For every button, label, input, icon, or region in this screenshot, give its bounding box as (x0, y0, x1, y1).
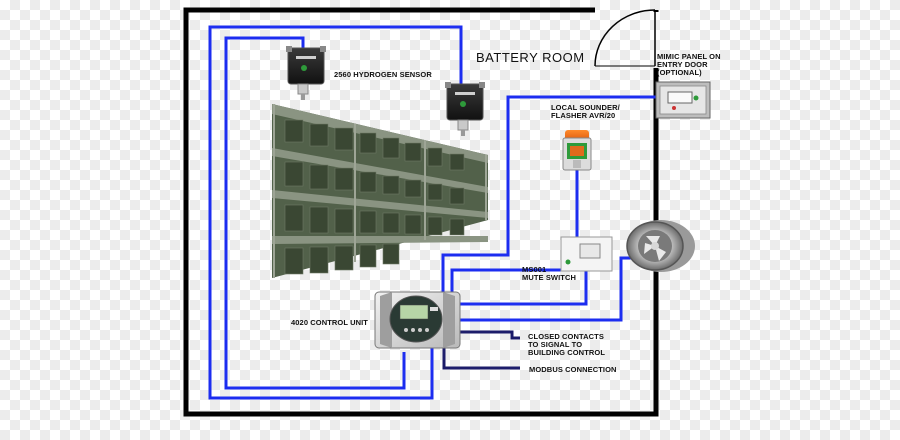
hydrogen-sensor-label: 2560 HYDROGEN SENSOR (334, 70, 432, 79)
wire-closed-contacts (456, 330, 520, 340)
wiring (208, 25, 659, 400)
control-unit-label: 4020 CONTROL UNIT (291, 318, 368, 327)
modbus-label: MODBUS CONNECTION (529, 365, 617, 374)
wire-fan (458, 256, 636, 322)
wire-sensor1 (224, 36, 406, 390)
room-title: BATTERY ROOM (476, 50, 585, 65)
door-swing-icon (594, 9, 656, 67)
hydrogen-sensor-2 (445, 82, 485, 136)
closed-contacts-label: CLOSED CONTACTS TO SIGNAL TO BUILDING CO… (528, 332, 606, 357)
control-unit (374, 291, 461, 349)
room-walls (183, 7, 659, 417)
mute-switch (560, 236, 613, 272)
fan-icon (626, 220, 695, 272)
wire-mute-switch (458, 270, 588, 306)
hydrogen-sensor-1 (286, 46, 326, 100)
wire-sounder (450, 170, 579, 306)
sounder-label: LOCAL SOUNDER/ FLASHER AVR/20 (551, 103, 620, 120)
mute-switch-label: MS001 MUTE SWITCH (522, 265, 577, 282)
wire-modbus (442, 348, 520, 370)
wire-mimic-panel (441, 95, 659, 300)
wire-sensor2 (208, 25, 463, 400)
mimic-panel (655, 81, 711, 119)
sounder-flasher (562, 130, 592, 171)
mimic-panel-label: MIMIC PANEL ON ENTRY DOOR (OPTIONAL) (657, 52, 721, 77)
signal-wiring (442, 330, 520, 370)
battery-rack (272, 104, 488, 278)
